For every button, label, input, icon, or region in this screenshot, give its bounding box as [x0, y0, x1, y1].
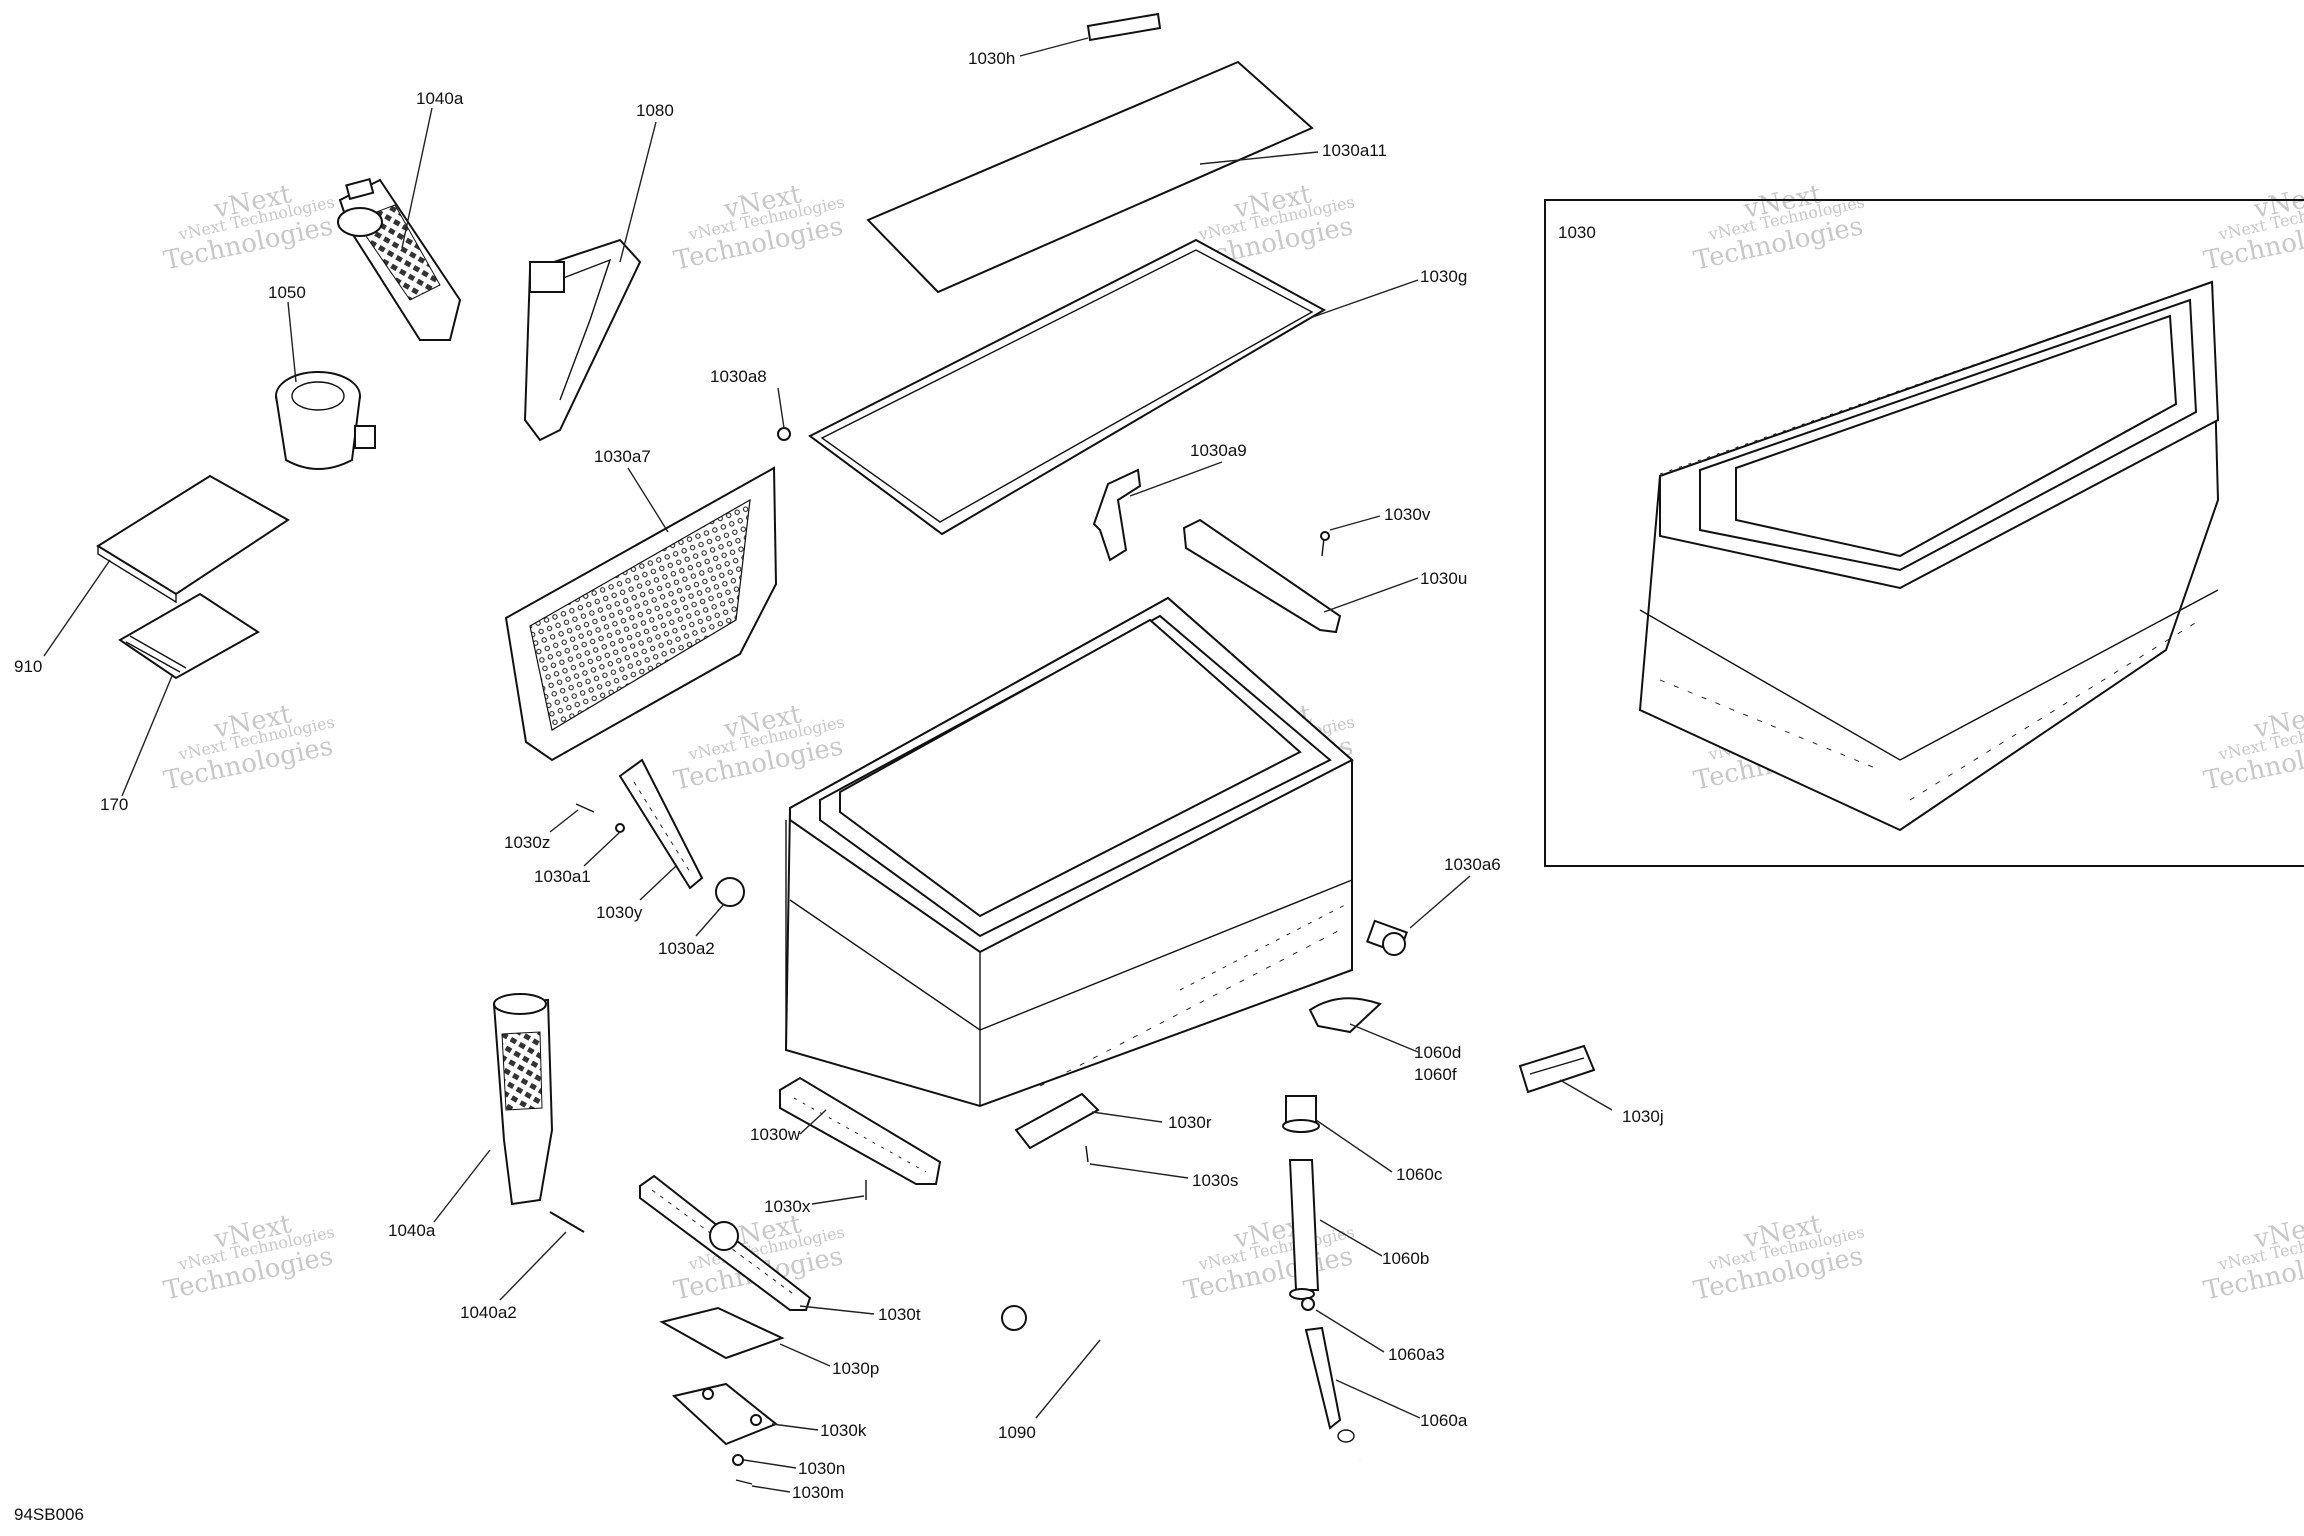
callout-1060c: 1060c: [1396, 1165, 1443, 1184]
callout-1030r: 1030r: [1168, 1113, 1212, 1132]
callout-1050: 1050: [268, 283, 306, 302]
inset-frame: [1544, 199, 2304, 867]
part-1030y-handle: [618, 758, 704, 890]
part-1030a11-lid-pad: [866, 60, 1314, 294]
part-1030a1-washer: [615, 823, 625, 833]
callout-1030a8: 1030a8: [710, 367, 767, 386]
part-1090-coiled-hose: [1001, 1305, 1362, 1485]
part-1030a6-plug: [1365, 919, 1409, 956]
callout-1060a3: 1060a3: [1388, 1345, 1445, 1364]
callout-1030v: 1030v: [1384, 505, 1431, 524]
part-1060d-gasket: [1308, 997, 1382, 1034]
callout-1030a6: 1030a6: [1444, 855, 1501, 874]
callout-1060d: 1060d: [1414, 1043, 1461, 1062]
callout-1030s: 1030s: [1192, 1171, 1238, 1190]
callout-1030z: 1030z: [504, 833, 550, 852]
part-1030k-plate: [671, 1382, 778, 1446]
part-1030a9-latch: [1092, 468, 1142, 562]
part-1030r-clip: [1014, 1092, 1100, 1150]
callout-170: 170: [100, 795, 128, 814]
callout-1030a1: 1030a1: [534, 867, 591, 886]
callout-1040a2: 1040a2: [460, 1303, 517, 1322]
part-1030a2-cap: [715, 877, 745, 907]
callout-1090: 1090: [998, 1423, 1036, 1442]
callout-1060a: 1060a: [1420, 1411, 1468, 1430]
part-main-storage-box: [784, 596, 1354, 1108]
callout-1030y: 1030y: [596, 903, 643, 922]
callout-1040a-bottom: 1040a: [388, 1221, 436, 1240]
part-1030j-label: [1518, 1044, 1596, 1094]
callout-1030a11: 1030a11: [1322, 141, 1387, 160]
diagram-code: 94SB006: [14, 1505, 84, 1524]
callout-1030h: 1030h: [968, 49, 1015, 68]
callout-1030n: 1030n: [798, 1459, 845, 1478]
part-1050-cup-holder: [275, 371, 376, 470]
callout-1030u: 1030u: [1420, 569, 1467, 588]
inset-label: 1030: [1558, 223, 1596, 242]
callout-1030g: 1030g: [1420, 267, 1467, 286]
part-1030p-pad: [659, 1306, 785, 1360]
part-1030z-screw: [575, 803, 595, 813]
part-1030v-screw: [1320, 531, 1330, 557]
part-1030u-side-rail: [1182, 518, 1342, 634]
part-1030t-bracket: [639, 1174, 812, 1311]
part-1030s-screw: [1085, 1145, 1089, 1163]
callout-1080: 1080: [636, 101, 674, 120]
callout-1060f: 1060f: [1414, 1065, 1457, 1084]
part-1060a3-nut: [1301, 1297, 1315, 1311]
part-1030w-rail: [779, 1076, 942, 1185]
callout-910: 910: [14, 657, 42, 676]
part-1040a-top-rod-holder: [337, 177, 462, 341]
inset-assembled-box: [1638, 280, 2220, 832]
callout-1030a7: 1030a7: [594, 447, 651, 466]
part-1030g-lid-seal: [808, 238, 1327, 536]
callout-1030w: 1030w: [750, 1125, 801, 1144]
callout-labels: 1030h 1030a11 1030g 1040a 1080 1050 1030…: [14, 49, 1664, 1524]
part-1030m-screw: [735, 1479, 753, 1485]
part-1080-bracket: [523, 238, 642, 442]
part-1040a-bottom-rod-holder: [492, 993, 554, 1206]
callout-1060b: 1060b: [1382, 1249, 1429, 1268]
callout-1030m: 1030m: [792, 1483, 844, 1502]
part-1030n-washer: [732, 1454, 744, 1466]
callout-1030a2: 1030a2: [658, 939, 715, 958]
part-1030a8-fastener: [777, 427, 791, 441]
part-1030h-label-sticker: [1086, 12, 1162, 42]
callout-1030t: 1030t: [878, 1305, 921, 1324]
callout-1030p: 1030p: [832, 1359, 879, 1378]
part-170-card: [118, 592, 260, 680]
part-1060a-drain-valve: [1304, 1326, 1355, 1443]
part-1060c-fitting: [1282, 1095, 1320, 1133]
part-1040a2-pin: [549, 1211, 585, 1233]
part-1030a7-side-panel: [504, 466, 778, 762]
part-1060b-tube: [1288, 1159, 1320, 1300]
callout-1030k: 1030k: [820, 1421, 867, 1440]
part-910-manual: [96, 474, 290, 604]
callout-1040a-top: 1040a: [416, 89, 464, 108]
callout-1030j: 1030j: [1622, 1107, 1664, 1126]
callout-1030x: 1030x: [764, 1197, 811, 1216]
callout-1030a9: 1030a9: [1190, 441, 1247, 460]
leader-lines: [43, 37, 1613, 1493]
